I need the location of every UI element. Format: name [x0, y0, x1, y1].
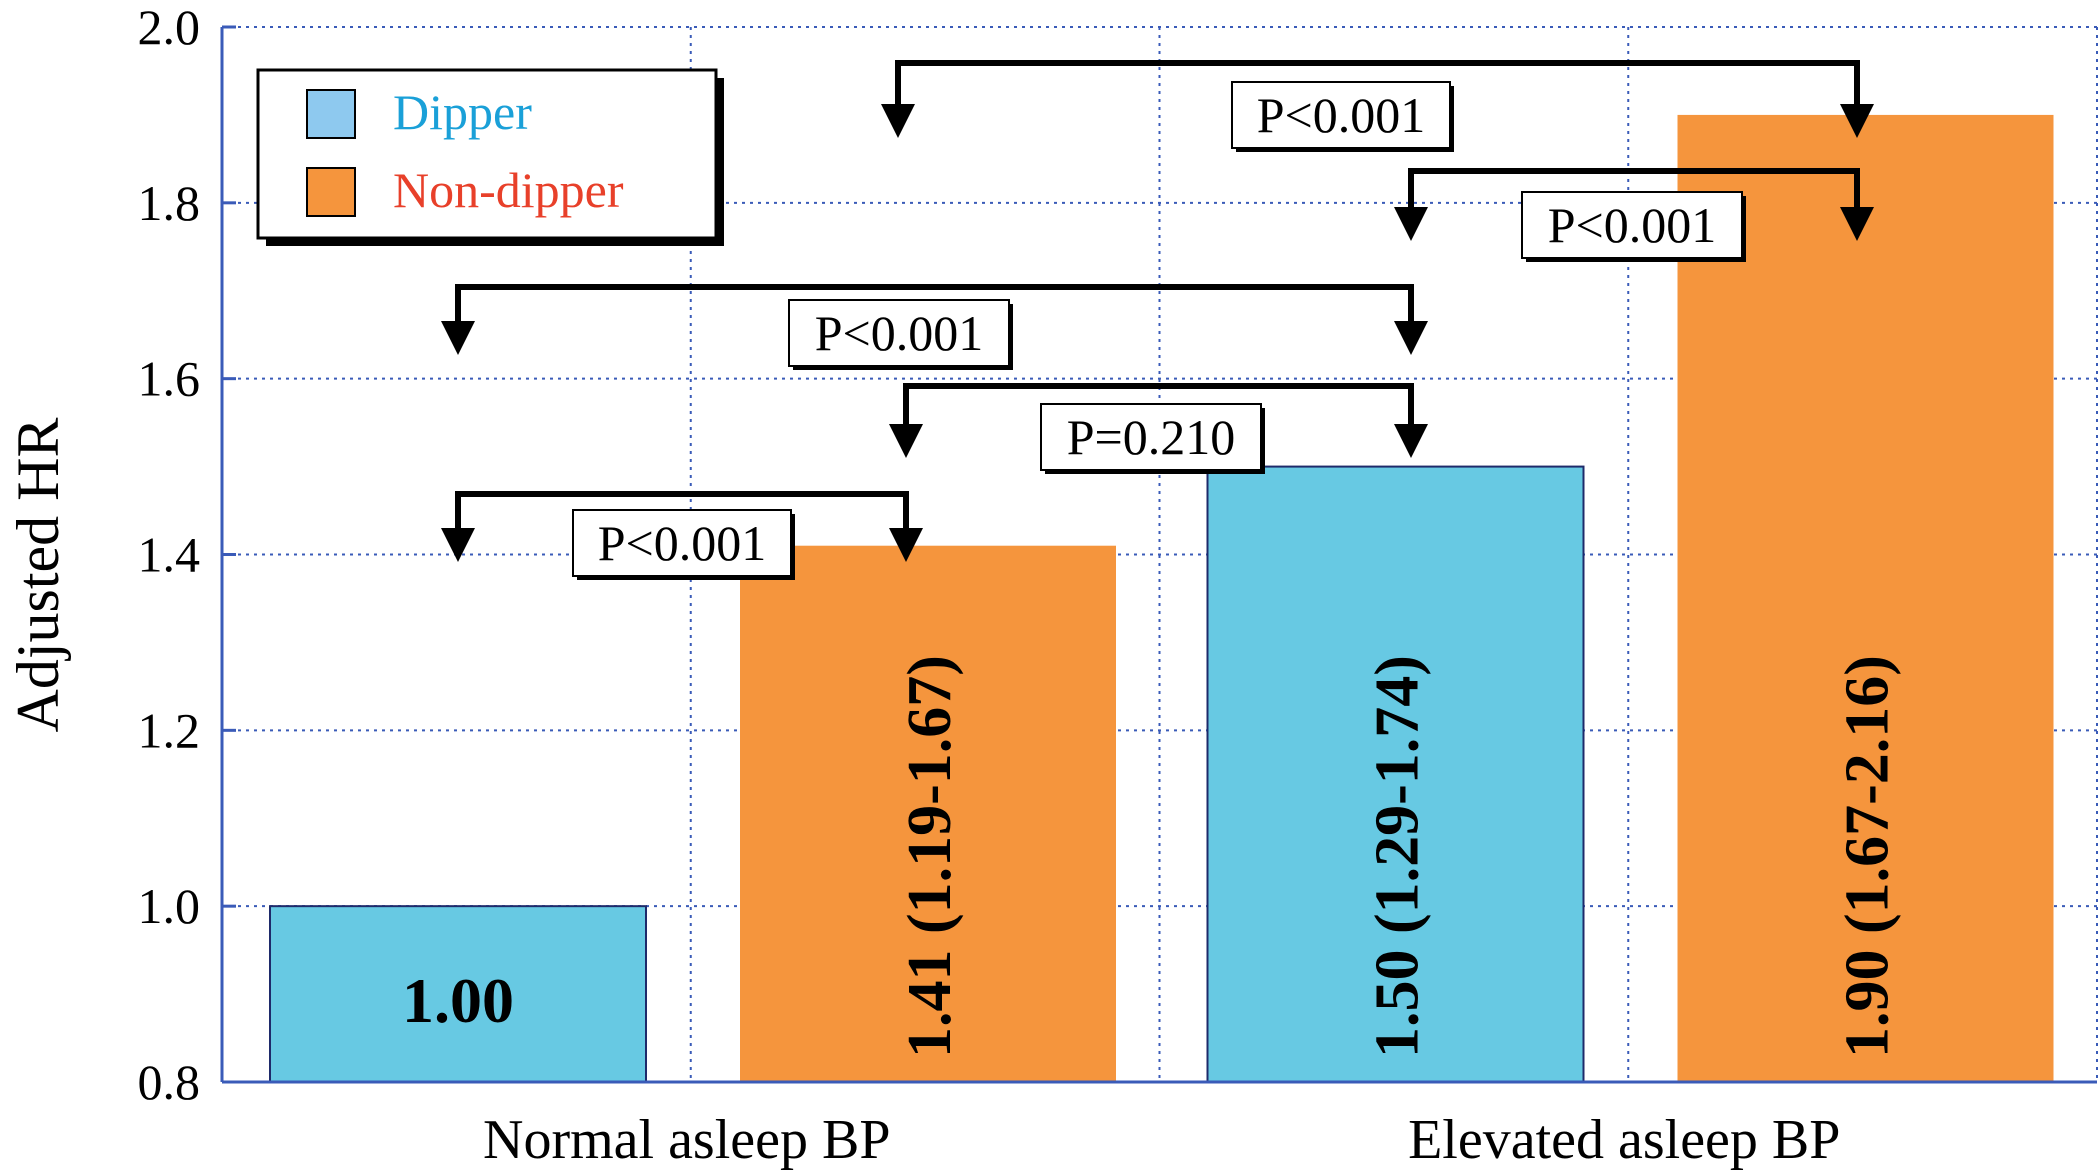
y-tick-label: 1.0: [138, 878, 201, 934]
bracket-arrowhead: [1394, 321, 1428, 355]
p-value-label: P<0.001: [1548, 197, 1717, 253]
bar-value-label: 1.50 (1.29-1.74): [1364, 655, 1432, 1058]
comparison-bracket: [455, 284, 1414, 329]
bracket-arrowhead: [1840, 207, 1874, 241]
y-tick-label: 0.8: [138, 1054, 201, 1110]
legend-swatch-nondipper: [306, 167, 356, 217]
x-group-label: Elevated asleep BP: [1408, 1109, 1840, 1171]
legend-swatch-dipper: [306, 89, 356, 139]
p-value-box: [1521, 191, 1743, 259]
p-value-label: P<0.001: [598, 515, 767, 571]
bar-value-label: 1.00: [402, 965, 514, 1036]
y-tick-label: 1.6: [138, 351, 201, 407]
bracket-arrowhead: [1840, 104, 1874, 138]
y-tick-label: 1.8: [138, 175, 201, 231]
p-value-box: [1040, 403, 1262, 471]
bracket-arrowhead: [889, 424, 923, 458]
bracket-arrowhead: [441, 321, 475, 355]
bracket-arrowhead: [889, 528, 923, 562]
bracket-arrowhead: [441, 528, 475, 562]
p-value-label: P<0.001: [1257, 87, 1426, 143]
bar-dipper-1: [1206, 465, 1585, 1084]
bracket-arrowhead: [881, 104, 915, 138]
comparison-bracket: [455, 491, 909, 536]
x-group-label: Normal asleep BP: [483, 1109, 890, 1171]
bar-value-label: 1.41 (1.19-1.67): [896, 655, 964, 1058]
p-value-label: P<0.001: [815, 305, 984, 361]
bracket-arrowhead: [1394, 207, 1428, 241]
comparison-bracket: [1408, 168, 1860, 215]
p-value-box: [788, 299, 1010, 367]
bar-value-label: 1.90 (1.67-2.16): [1834, 655, 1902, 1058]
legend-label-dipper: Dipper: [393, 84, 532, 140]
p-value-box: [1231, 81, 1451, 149]
y-axis-label: Adjusted HR: [5, 418, 71, 733]
y-tick-label: 1.4: [138, 527, 201, 583]
bracket-arrowhead: [1394, 424, 1428, 458]
p-value-box: [572, 509, 792, 577]
y-tick-label: 2.0: [138, 0, 201, 55]
p-value-label: P=0.210: [1067, 409, 1236, 465]
y-tick-label: 1.2: [138, 702, 201, 758]
comparison-bracket: [895, 60, 1860, 112]
bars: 1.00 1.41 (1.19-1.67) 1.50 (1.29-1.74) 1.90…: [269, 114, 2054, 1084]
comparison-bracket: [903, 383, 1414, 432]
bar-non-dipper-0: [740, 545, 1116, 1082]
bar-non-dipper-1: [1677, 114, 2054, 1082]
legend-label-nondipper: Non-dipper: [393, 162, 624, 218]
